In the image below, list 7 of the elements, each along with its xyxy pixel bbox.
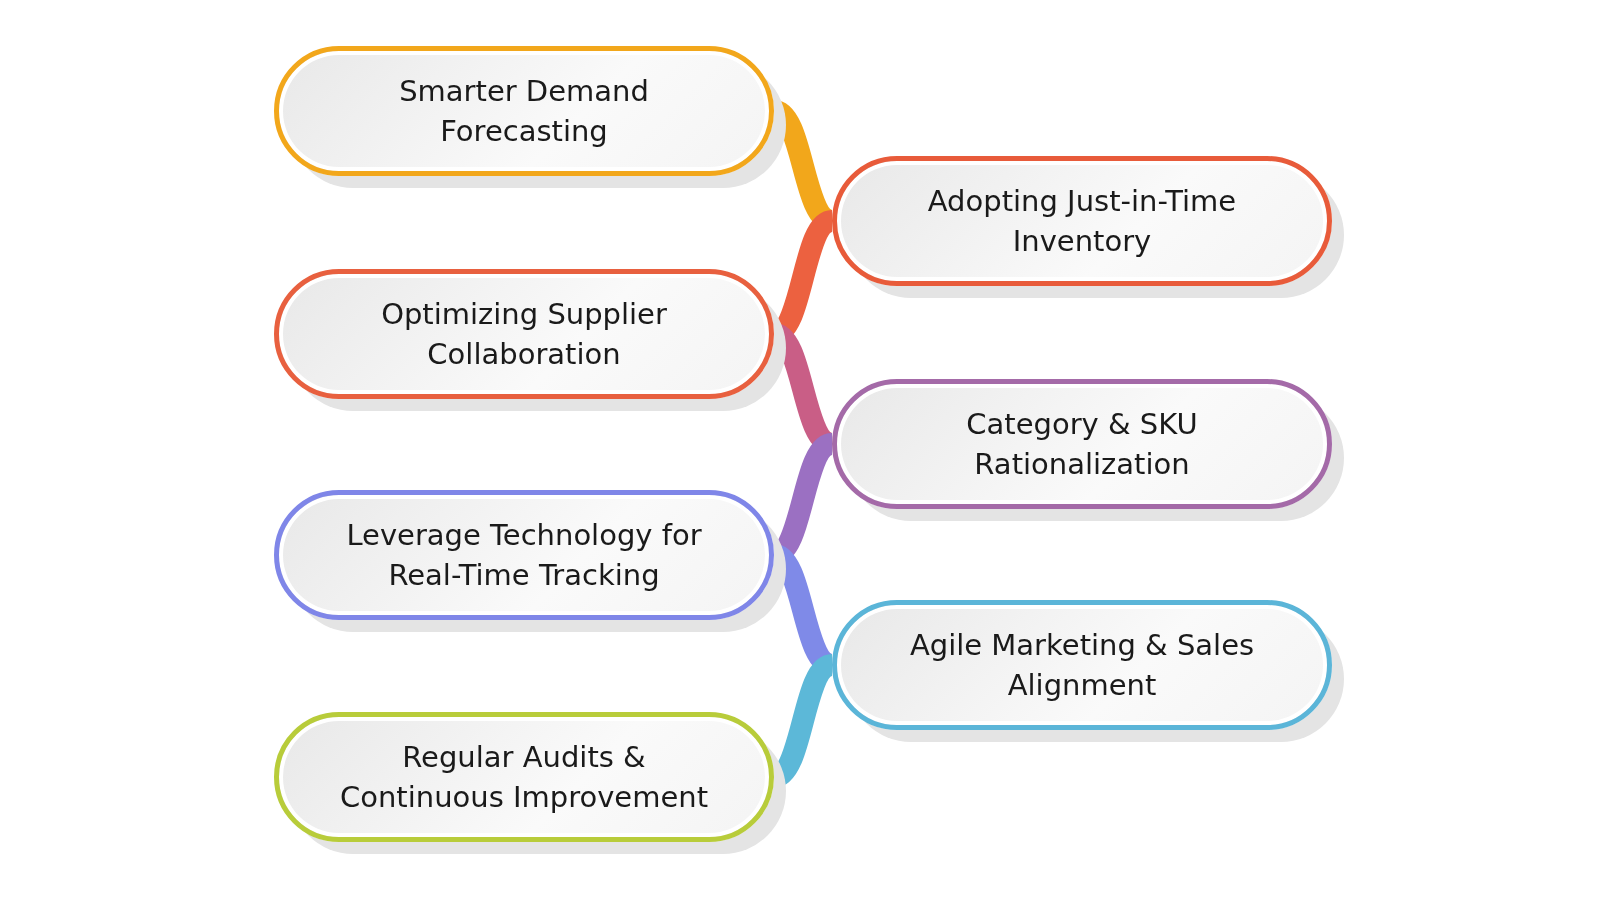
step-label: Regular Audits & Continuous Improvement: [338, 739, 710, 816]
step-label: Optimizing Supplier Collaboration: [380, 296, 668, 373]
step-label: Category & SKU Rationalization: [965, 406, 1199, 483]
step-label: Adopting Just-in-Time Inventory: [926, 183, 1238, 260]
step-label: Agile Marketing & Sales Alignment: [908, 627, 1256, 704]
step-label: Smarter Demand Forecasting: [398, 73, 650, 150]
step-label: Leverage Technology for Real-Time Tracking: [345, 517, 703, 594]
